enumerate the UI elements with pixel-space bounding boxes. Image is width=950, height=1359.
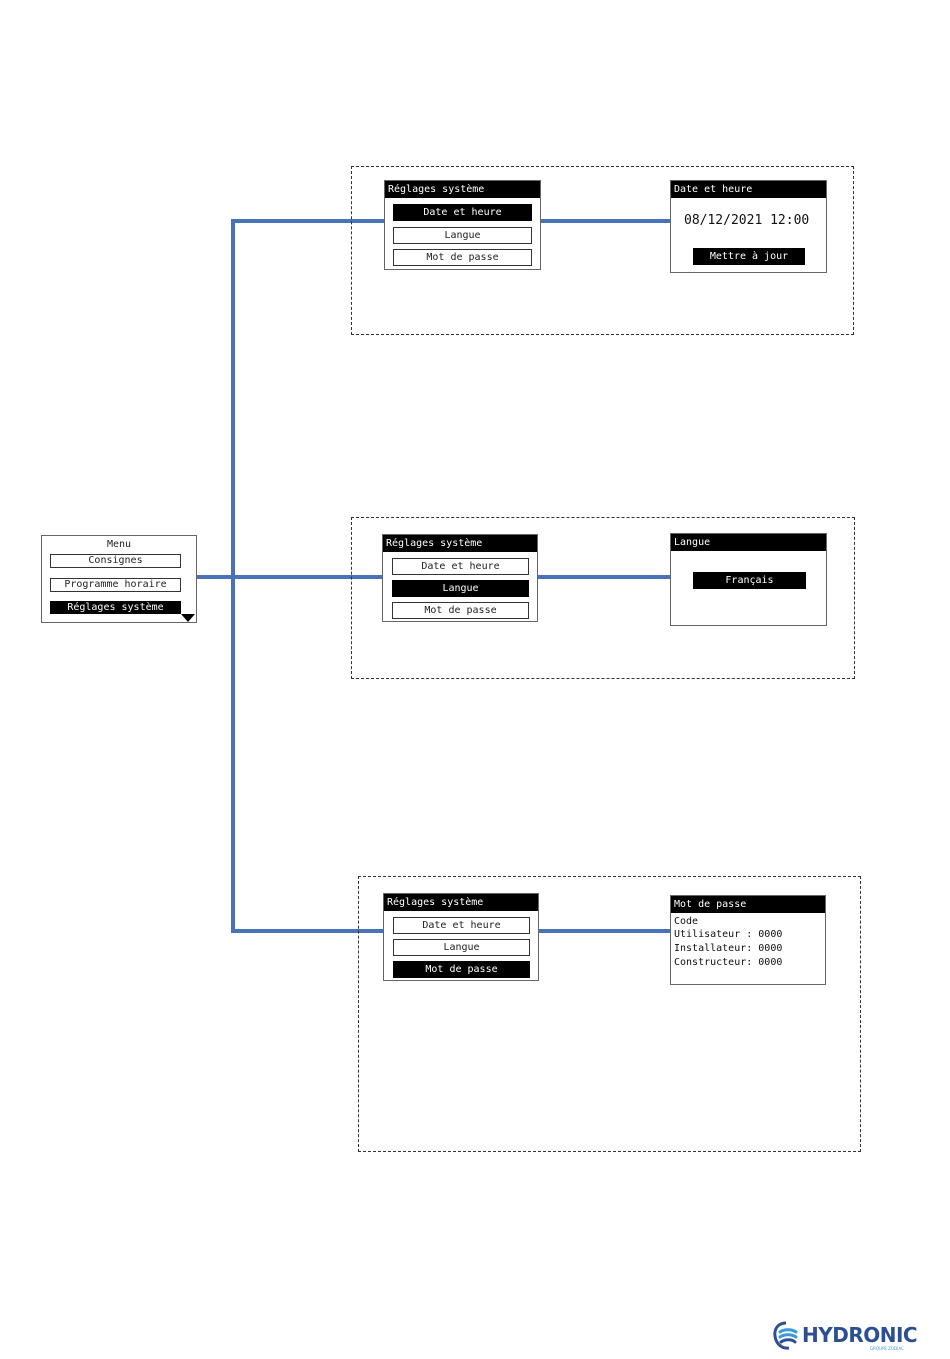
brand-name: HYDRONIC <box>802 1323 918 1347</box>
submenu-screen-date: Réglages système Date et heure Langue Mo… <box>384 180 541 270</box>
connector-language-submenu-to-screen <box>537 575 672 579</box>
code-label: Code <box>674 916 699 927</box>
submenu-item-mot-de-passe[interactable]: Mot de passe <box>392 602 529 619</box>
connector-password-submenu-to-screen <box>537 929 672 933</box>
password-screen: Mot de passe Code Utilisateur : 0000 Ins… <box>670 895 826 985</box>
submenu-screen-password: Réglages système Date et heure Langue Mo… <box>383 893 539 981</box>
menu-item-programme-horaire[interactable]: Programme horaire <box>50 578 181 592</box>
submenu-item-date-heure[interactable]: Date et heure <box>393 917 530 934</box>
submenu-item-langue[interactable]: Langue <box>393 939 530 956</box>
submenu-item-mot-de-passe[interactable]: Mot de passe <box>393 249 532 266</box>
scroll-down-arrow-icon[interactable] <box>181 614 195 622</box>
submenu-item-langue[interactable]: Langue <box>392 580 529 597</box>
language-title: Langue <box>671 534 826 551</box>
main-menu-screen: Menu Consignes Programme horaire Réglage… <box>41 535 197 623</box>
menu-item-consignes[interactable]: Consignes <box>50 554 181 568</box>
submenu-item-langue[interactable]: Langue <box>393 227 532 244</box>
submenu-title: Réglages système <box>383 535 537 552</box>
submenu-title: Réglages système <box>385 181 540 198</box>
code-constructeur[interactable]: Constructeur: 0000 <box>674 957 783 968</box>
group-date-time <box>351 166 854 335</box>
language-screen: Langue Français <box>670 533 827 626</box>
password-title: Mot de passe <box>671 896 825 913</box>
submenu-screen-language: Réglages système Date et heure Langue Mo… <box>382 534 538 622</box>
connector-to-date-submenu <box>231 219 385 223</box>
connector-menu-to-trunk <box>196 575 384 579</box>
brand-tagline: GROUPE ZODIAC <box>870 1346 904 1351</box>
update-button[interactable]: Mettre à jour <box>693 248 805 265</box>
connector-date-submenu-to-screen <box>540 219 672 223</box>
submenu-item-mot-de-passe[interactable]: Mot de passe <box>393 961 530 978</box>
submenu-title: Réglages système <box>384 894 538 911</box>
datetime-value: 08/12/2021 12:00 <box>684 213 810 228</box>
connector-to-password-submenu <box>231 929 385 933</box>
code-installateur[interactable]: Installateur: 0000 <box>674 943 783 954</box>
menu-item-reglages-systeme[interactable]: Réglages système <box>50 601 181 614</box>
hydronic-swirl-icon <box>773 1321 798 1350</box>
date-time-title: Date et heure <box>671 181 826 198</box>
group-language <box>351 517 855 679</box>
language-value[interactable]: Français <box>693 572 806 589</box>
group-password <box>358 876 861 1152</box>
code-utilisateur[interactable]: Utilisateur : 0000 <box>674 929 783 940</box>
main-menu-title: Menu <box>106 539 132 550</box>
date-time-screen: Date et heure 08/12/2021 12:00 Mettre à … <box>670 180 827 273</box>
submenu-item-date-heure[interactable]: Date et heure <box>392 558 529 575</box>
hydronic-logo: HYDRONIC GROUPE ZODIAC <box>772 1320 918 1354</box>
submenu-item-date-heure[interactable]: Date et heure <box>393 204 532 221</box>
